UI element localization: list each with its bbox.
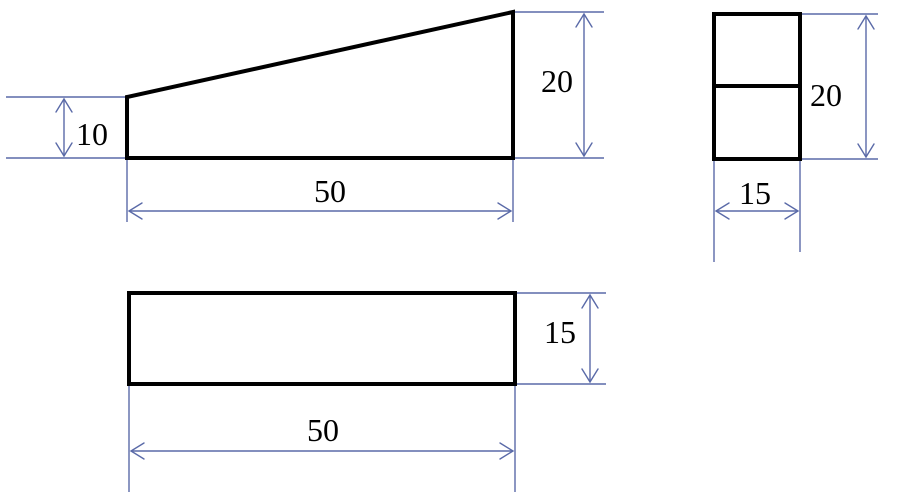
top-length-dimension: 50 xyxy=(128,386,516,492)
arrowhead xyxy=(499,442,515,460)
arrowhead xyxy=(129,442,145,460)
top-view: 15 50 xyxy=(127,291,606,492)
top-length-label: 50 xyxy=(307,412,339,448)
arrowhead xyxy=(575,12,593,28)
arrowhead xyxy=(784,202,800,220)
top-depth-label: 15 xyxy=(544,314,576,350)
arrowhead xyxy=(575,142,593,158)
side-width-dimension: 15 xyxy=(713,161,801,262)
arrowhead xyxy=(857,143,875,159)
arrowhead xyxy=(497,202,513,220)
arrowhead xyxy=(581,293,599,309)
side-height-label: 20 xyxy=(810,77,842,113)
top-depth-dimension: 15 xyxy=(517,292,606,385)
arrowhead xyxy=(55,97,73,113)
front-length-dimension: 50 xyxy=(126,160,514,222)
side-view: 20 15 xyxy=(712,12,878,262)
arrowhead xyxy=(857,14,875,30)
arrowhead xyxy=(714,202,730,220)
front-length-label: 50 xyxy=(314,173,346,209)
arrowhead xyxy=(581,368,599,384)
arrowhead xyxy=(55,142,73,158)
front-view: 10 20 50 xyxy=(6,9,604,222)
front-view-outline xyxy=(125,9,515,160)
arrowhead xyxy=(127,202,143,220)
front-left-height-dimension: 10 xyxy=(6,96,125,159)
top-view-outline xyxy=(127,291,517,386)
front-right-height-dimension: 20 xyxy=(515,11,604,159)
side-height-dimension: 20 xyxy=(802,13,878,160)
side-width-label: 15 xyxy=(739,175,771,211)
front-right-height-label: 20 xyxy=(541,63,573,99)
front-left-height-label: 10 xyxy=(76,116,108,152)
